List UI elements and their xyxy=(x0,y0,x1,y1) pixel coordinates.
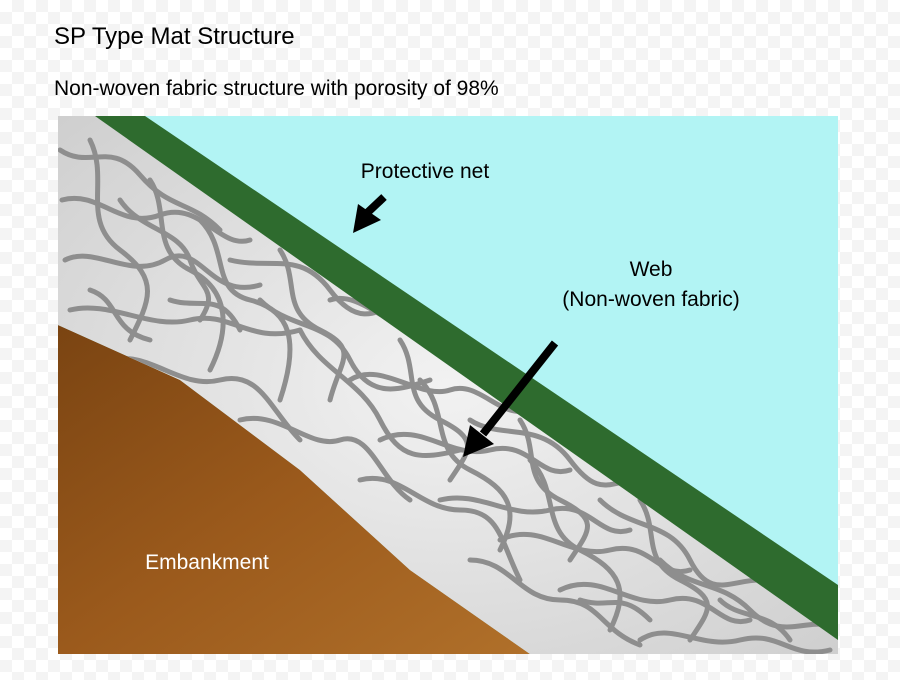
protective-net-band xyxy=(95,116,838,640)
web-label-line1: Web xyxy=(630,258,673,281)
web-arrow xyxy=(463,340,559,457)
page-title: SP Type Mat Structure xyxy=(54,23,295,50)
embankment-region xyxy=(58,325,530,654)
page-subtitle: Non-woven fabric structure with porosity… xyxy=(54,77,499,100)
web-layer xyxy=(58,116,838,654)
web-fibers xyxy=(58,137,833,654)
web-label-line2: (Non-woven fabric) xyxy=(562,288,739,311)
protective-net-arrow xyxy=(353,194,387,233)
embankment-label: Embankment xyxy=(145,551,269,574)
protective-net-label: Protective net xyxy=(361,160,490,183)
